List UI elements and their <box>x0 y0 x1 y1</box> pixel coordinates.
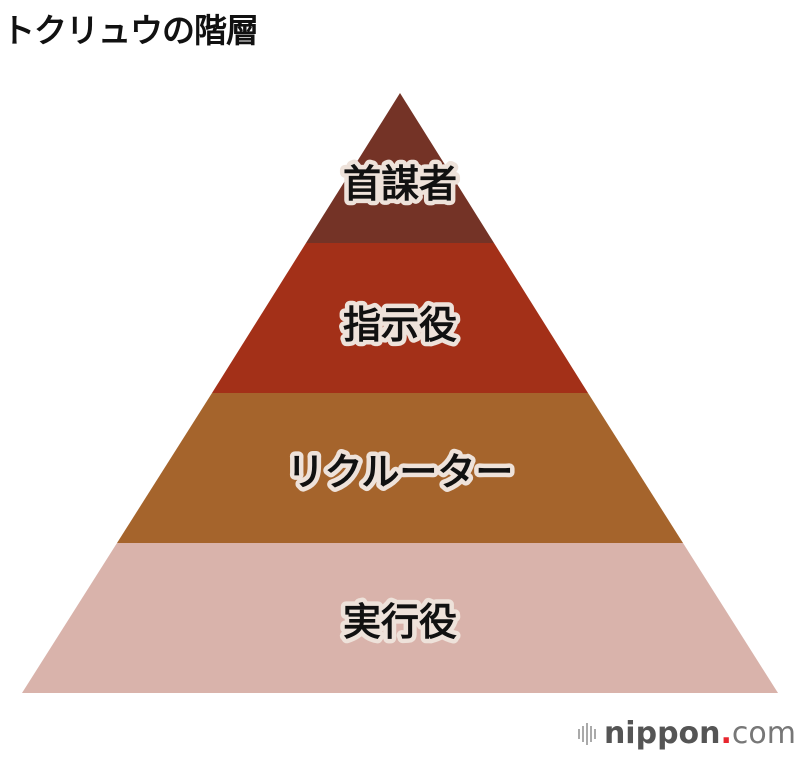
sound-bars-icon <box>577 722 596 745</box>
layer-label-second: 指示役 <box>343 303 457 347</box>
diagram-title: トクリュウの階層 <box>2 11 259 50</box>
logo-name: nippon <box>603 716 721 751</box>
logo-dot: . <box>720 716 732 751</box>
layer-top <box>306 93 494 243</box>
layer-label-third: リクルーター <box>287 450 514 494</box>
layer-second <box>212 243 588 393</box>
layer-label-top: 首謀者 <box>343 162 457 206</box>
layer-label-bottom: 実行役 <box>343 600 457 644</box>
logo-suffix: com <box>731 716 796 751</box>
nippon-logo: nippon.com <box>577 716 796 751</box>
layer-third <box>117 393 683 543</box>
layer-bottom <box>22 543 778 693</box>
